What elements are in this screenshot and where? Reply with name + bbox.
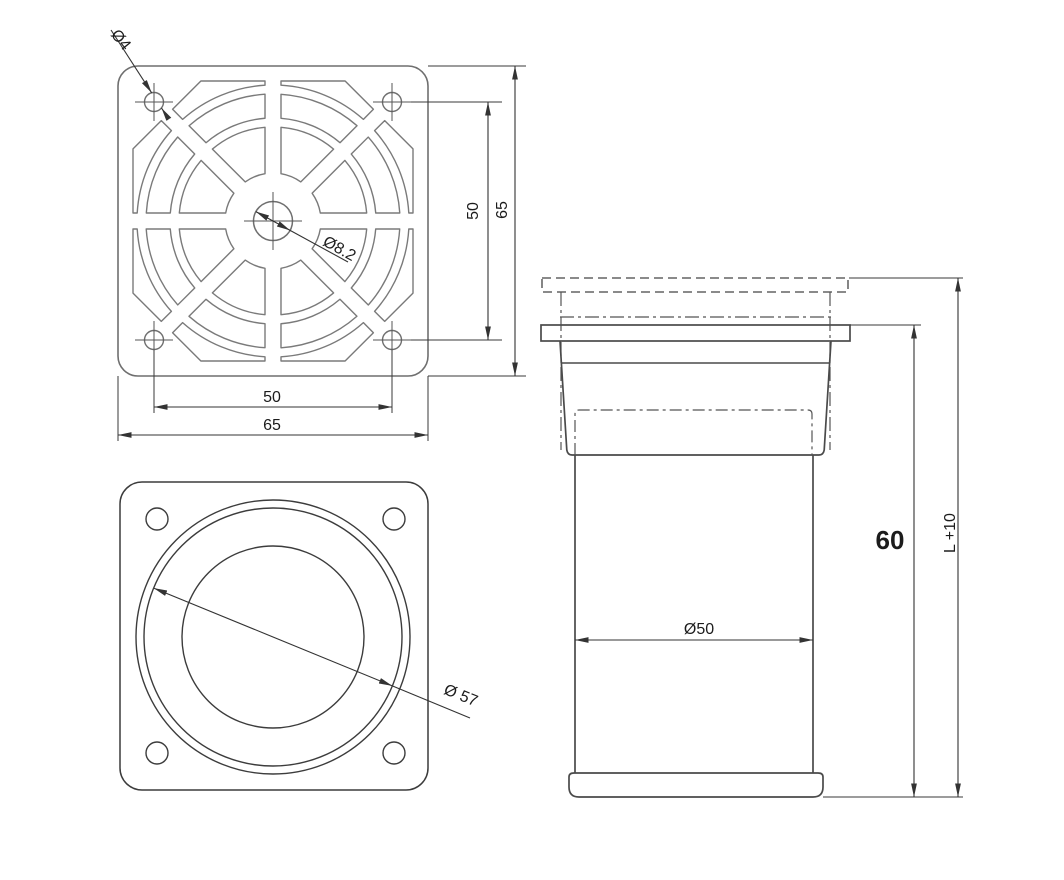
body-circle (143, 507, 403, 767)
corner-holes (135, 83, 411, 359)
foot-cap (568, 772, 824, 798)
top-view: Ø4 Ø8.2 50 65 50 65 (107, 27, 526, 441)
dim-label-outer-dia: Ø 57 (441, 681, 480, 710)
tube (574, 455, 814, 773)
side-view: Ø50 60 L +10 (540, 277, 963, 798)
dim-label-overall-height: L +10 (942, 513, 959, 553)
leader-center-hole (255, 211, 291, 231)
leader-corner-hole (110, 29, 153, 94)
leader-outer-dia-tail (392, 685, 471, 719)
dim-label-spacing-h: 50 (263, 389, 281, 406)
flange (540, 324, 851, 342)
phantom-plate (541, 277, 849, 293)
hidden-boss-lines (560, 292, 831, 450)
corner-hole (145, 507, 169, 531)
corner-hole (382, 741, 406, 765)
leader-corner-hole-2 (161, 107, 172, 121)
extension-line (411, 65, 526, 377)
corner-hole (145, 741, 169, 765)
flange-circle (135, 499, 411, 775)
cup-body (559, 340, 832, 456)
dim-label-spacing-v: 50 (465, 202, 482, 220)
plate-outline (117, 65, 429, 377)
extension-line (117, 350, 429, 441)
dim-label-center-hole: Ø8.2 (320, 233, 359, 265)
corner-hole-crosshair (135, 83, 173, 121)
dim-label-plate-height: 65 (494, 201, 511, 219)
leader-center-hole-tail (289, 229, 349, 263)
extension-line (823, 277, 963, 798)
plate-outline-bottom (119, 481, 429, 791)
dim-label-body-height: 60 (876, 525, 905, 555)
bottom-view: Ø 57 (119, 481, 480, 791)
hidden-tube (574, 409, 813, 455)
corner-hole-crosshair (373, 83, 411, 121)
dim-label-tube-dia: Ø50 (684, 621, 714, 638)
corner-hole (382, 507, 406, 531)
dim-label-plate-width: 65 (263, 417, 281, 434)
dimension-line-outer-dia (153, 587, 393, 687)
